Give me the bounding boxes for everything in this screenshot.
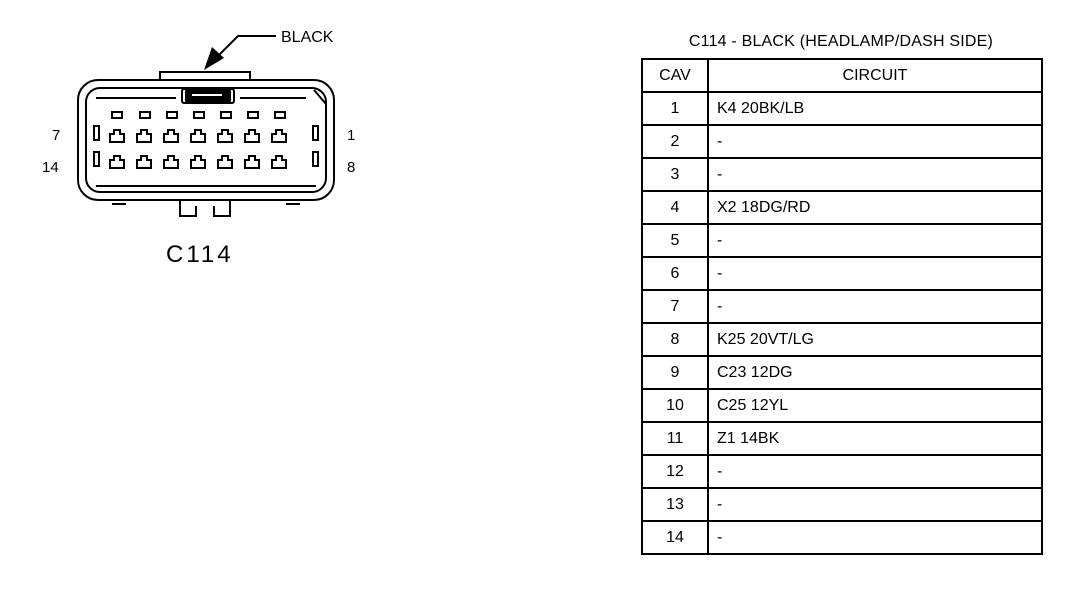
table-row: 1 K4 20BK/LB — [641, 91, 1043, 126]
circuit-cell: Z1 14BK — [707, 421, 1043, 456]
cav-cell: 9 — [641, 355, 709, 390]
pinout-table-area: C114 - BLACK (HEADLAMP/DASH SIDE) CAV CI… — [641, 30, 1043, 555]
color-callout-label: BLACK — [281, 29, 334, 46]
pin-label-14: 14 — [42, 159, 59, 176]
cavity-1 — [271, 129, 287, 143]
table-row: 4 X2 18DG/RD — [641, 190, 1043, 225]
connector-name: C114 — [166, 241, 234, 268]
cavity-5 — [163, 129, 179, 143]
circuit-cell: - — [707, 289, 1043, 324]
cavity-8 — [271, 155, 287, 169]
table-row: 5 - — [641, 223, 1043, 258]
cav-cell: 4 — [641, 190, 709, 225]
cavity-2 — [244, 129, 260, 143]
cav-cell: 6 — [641, 256, 709, 291]
cavity-6 — [136, 129, 152, 143]
circuit-cell: C25 12YL — [707, 388, 1043, 423]
cavity-14 — [109, 155, 125, 169]
table-row: 6 - — [641, 256, 1043, 291]
pin-label-7: 7 — [52, 127, 60, 144]
table-row: 8 K25 20VT/LG — [641, 322, 1043, 357]
cav-header: CAV — [641, 58, 709, 93]
color-callout-leader — [217, 35, 276, 57]
cav-cell: 13 — [641, 487, 709, 522]
table-row: 12 - — [641, 454, 1043, 489]
circuit-cell: - — [707, 454, 1043, 489]
connector-body — [77, 71, 335, 217]
circuit-cell: - — [707, 487, 1043, 522]
callout-arrowhead — [204, 47, 224, 70]
pinout-table: CAV CIRCUIT 1 K4 20BK/LB 2 - 3 - 4 X2 18… — [641, 58, 1043, 555]
circuit-cell: X2 18DG/RD — [707, 190, 1043, 225]
table-row: 13 - — [641, 487, 1043, 522]
cav-cell: 7 — [641, 289, 709, 324]
cav-cell: 14 — [641, 520, 709, 555]
circuit-cell: - — [707, 223, 1043, 258]
cavity-3 — [217, 129, 233, 143]
circuit-header: CIRCUIT — [707, 58, 1043, 93]
cav-cell: 1 — [641, 91, 709, 126]
pin-label-8: 8 — [347, 159, 355, 176]
table-row: 3 - — [641, 157, 1043, 192]
cavity-7 — [109, 129, 125, 143]
table-row: 11 Z1 14BK — [641, 421, 1043, 456]
table-header-row: CAV CIRCUIT — [641, 58, 1043, 93]
connector-diagram: BLACK — [42, 29, 355, 268]
circuit-cell: K25 20VT/LG — [707, 322, 1043, 357]
cavity-13 — [136, 155, 152, 169]
table-row: 14 - — [641, 520, 1043, 555]
table-row: 7 - — [641, 289, 1043, 324]
cavity-11 — [190, 155, 206, 169]
circuit-cell: - — [707, 520, 1043, 555]
cavity-4 — [190, 129, 206, 143]
circuit-cell: - — [707, 124, 1043, 159]
circuit-cell: C23 12DG — [707, 355, 1043, 390]
cav-cell: 11 — [641, 421, 709, 456]
cavity-12 — [163, 155, 179, 169]
cav-cell: 2 — [641, 124, 709, 159]
table-row: 10 C25 12YL — [641, 388, 1043, 423]
circuit-cell: K4 20BK/LB — [707, 91, 1043, 126]
circuit-cell: - — [707, 157, 1043, 192]
table-title: C114 - BLACK (HEADLAMP/DASH SIDE) — [688, 33, 994, 50]
cavity-9 — [244, 155, 260, 169]
table-row: 2 - — [641, 124, 1043, 159]
circuit-cell: - — [707, 256, 1043, 291]
cavity-row-lower — [109, 155, 287, 169]
cav-cell: 5 — [641, 223, 709, 258]
cav-cell: 8 — [641, 322, 709, 357]
cav-cell: 12 — [641, 454, 709, 489]
table-row: 9 C23 12DG — [641, 355, 1043, 390]
cavity-row-upper — [109, 129, 287, 143]
cavity-10 — [217, 155, 233, 169]
terminal-locks — [111, 111, 286, 119]
cav-cell: 3 — [641, 157, 709, 192]
pin-label-1: 1 — [347, 127, 355, 144]
cav-cell: 10 — [641, 388, 709, 423]
